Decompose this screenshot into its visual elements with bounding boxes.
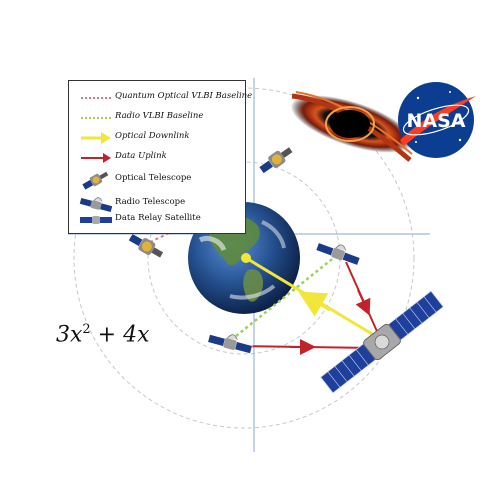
legend-label: Quantum Optical VLBI Baseline bbox=[115, 91, 253, 101]
data-relay-satellite-icon bbox=[320, 290, 444, 394]
legend-label: Data Relay Satellite bbox=[115, 213, 201, 223]
ground-station-marker bbox=[241, 253, 251, 263]
data-uplink-symbol bbox=[81, 153, 111, 163]
data-uplink-right-arrow bbox=[355, 289, 371, 316]
legend: Quantum Optical VLBI Baseline Radio VLBI… bbox=[68, 80, 252, 234]
legend-label: Optical Telescope bbox=[115, 173, 192, 183]
optical-telescope-icon bbox=[82, 171, 109, 190]
equation: 3x2 + 4x bbox=[56, 322, 150, 347]
legend-item-data-uplink: Data Uplink bbox=[69, 147, 247, 169]
equation-exponent: 2 bbox=[82, 322, 91, 337]
legend-label: Optical Downlink bbox=[115, 131, 190, 141]
legend-item-quantum-baseline: Quantum Optical VLBI Baseline bbox=[69, 87, 252, 109]
legend-item-radio-baseline: Radio VLBI Baseline bbox=[69, 107, 247, 129]
optical-downlink-arrow bbox=[298, 291, 331, 317]
nasa-logo-icon: NASA bbox=[398, 82, 476, 158]
black-hole-image bbox=[290, 91, 414, 162]
quantum-baseline-symbol bbox=[81, 97, 111, 99]
legend-item-radio-telescope: Radio Telescope bbox=[69, 193, 247, 215]
optical-telescope-left-icon bbox=[128, 233, 164, 258]
equation-base-term: 3x bbox=[56, 322, 83, 348]
nasa-logo-text: NASA bbox=[407, 110, 466, 132]
relay-satellite-icon bbox=[80, 216, 112, 224]
legend-item-optical-telescope: Optical Telescope bbox=[69, 169, 247, 191]
radio-telescope-right-icon bbox=[315, 242, 361, 266]
optical-downlink-symbol bbox=[81, 132, 111, 144]
radio-baseline-symbol bbox=[81, 117, 111, 119]
radio-telescope-icon bbox=[79, 197, 113, 213]
radio-telescope-bottom-icon bbox=[207, 334, 253, 354]
equation-rest: + 4x bbox=[90, 322, 150, 348]
legend-label: Radio Telescope bbox=[115, 197, 186, 207]
legend-item-relay-satellite: Data Relay Satellite bbox=[69, 209, 247, 231]
optical-telescope-top-icon bbox=[258, 147, 293, 175]
legend-label: Data Uplink bbox=[115, 151, 167, 161]
legend-item-optical-downlink: Optical Downlink bbox=[69, 127, 247, 149]
legend-label: Radio VLBI Baseline bbox=[115, 111, 204, 121]
